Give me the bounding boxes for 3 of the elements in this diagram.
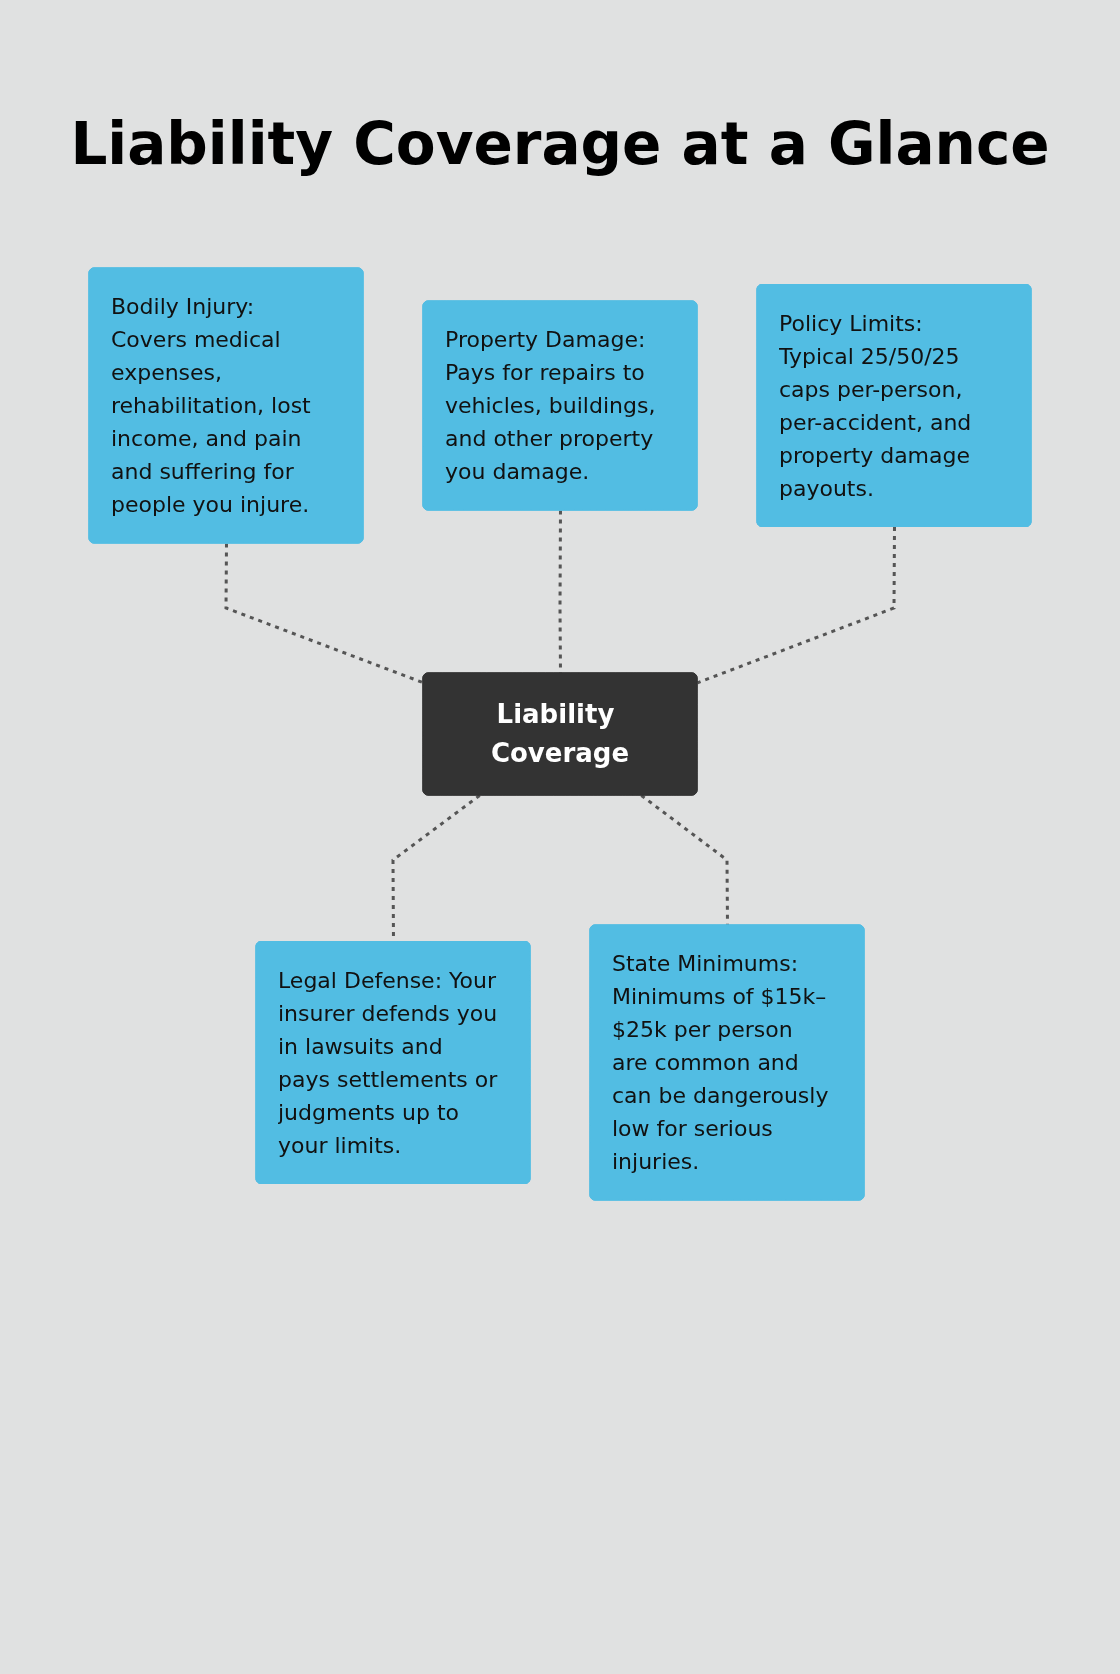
connector <box>696 527 896 685</box>
connector <box>224 543 425 685</box>
title: Liability Coverage at a Glance <box>69 109 1051 178</box>
